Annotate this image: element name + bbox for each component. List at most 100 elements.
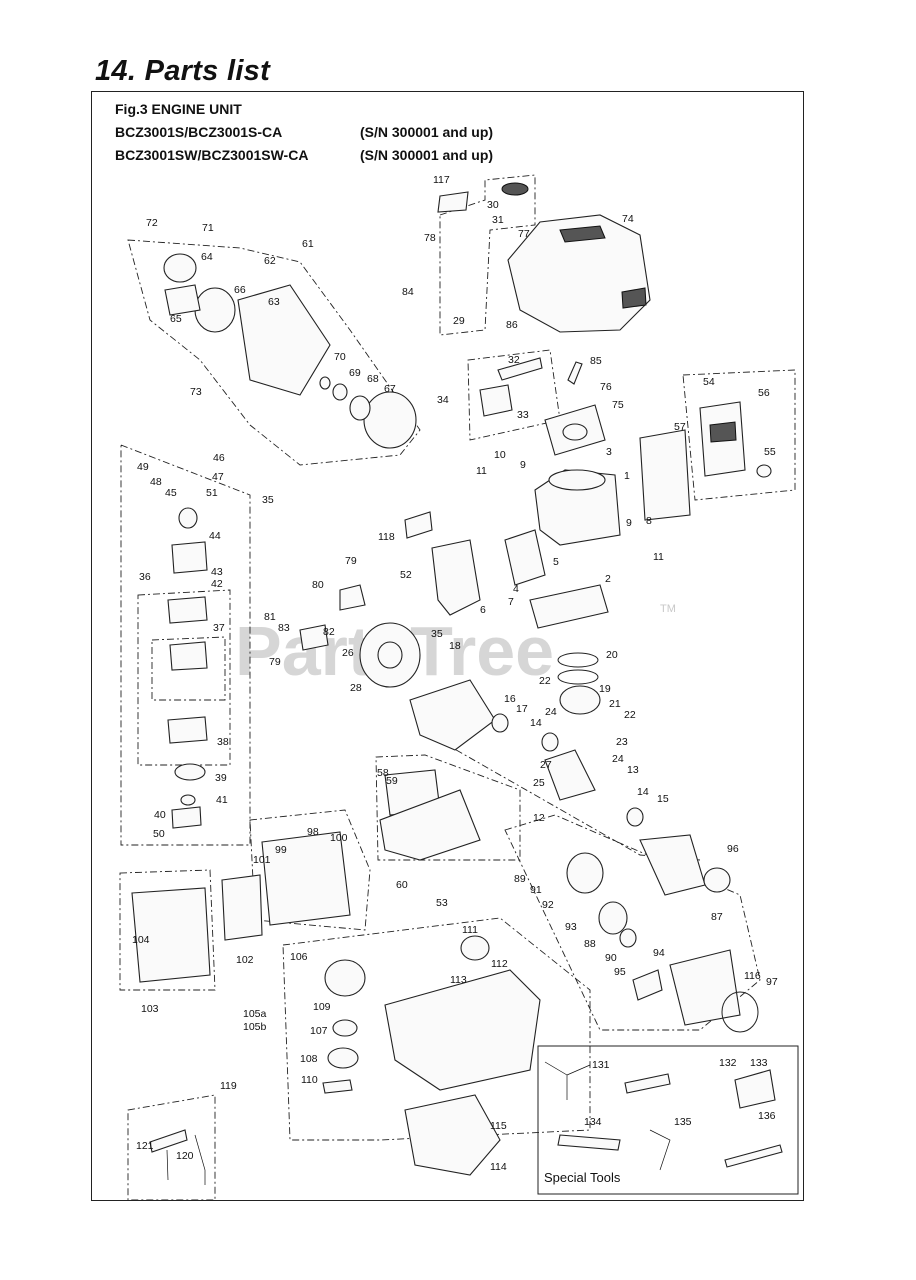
callout-50: 79 (345, 555, 357, 567)
recoil-starter-part (669, 949, 741, 1026)
callout-30: 3 (606, 446, 612, 458)
callout-106: 88 (584, 938, 596, 950)
model-line-1: BCZ3001S/BCZ3001S-CA (115, 124, 283, 140)
callout-84: 13 (627, 764, 639, 776)
callout-44: 44 (209, 530, 221, 542)
callout-73: 22 (624, 709, 636, 721)
callout-0: 117 (433, 174, 450, 186)
callout-18: 85 (590, 355, 602, 367)
callout-80: 27 (540, 759, 552, 771)
callout-104: 87 (711, 911, 723, 923)
callout-90: 14 (637, 786, 649, 798)
callout-114: 97 (766, 976, 778, 988)
page-title: 14. Parts list (95, 55, 271, 87)
callout-83: 25 (533, 777, 545, 789)
callout-40: 10 (494, 449, 506, 461)
callout-11: 66 (234, 284, 246, 296)
serial-line-1: (S/N 300001 and up) (360, 124, 494, 140)
callout-99: 91 (530, 884, 542, 896)
clutch-housing-part (237, 284, 331, 396)
callout-38: 51 (206, 487, 218, 499)
callout-133: 120 (176, 1150, 194, 1162)
callout-79: 38 (217, 736, 229, 748)
callout-119: 105b (243, 1021, 267, 1033)
callout-111: 112 (491, 958, 508, 970)
callout-109: 90 (605, 952, 617, 964)
callout-45: 118 (378, 531, 395, 543)
callout-88: 58 (377, 767, 389, 779)
callout-124: 131 (592, 1059, 610, 1071)
callout-23: 67 (384, 383, 396, 395)
callout-82: 39 (215, 772, 227, 784)
callout-117: 109 (313, 1001, 331, 1013)
callout-112: 94 (653, 947, 665, 959)
callout-46: 9 (626, 517, 632, 529)
callout-85: 41 (216, 794, 228, 806)
callout-19: 73 (190, 386, 202, 398)
callout-130: 135 (674, 1116, 692, 1128)
callout-15: 29 (453, 315, 465, 327)
callout-59: 80 (312, 579, 324, 591)
diagram-frame (91, 91, 804, 1201)
callout-49: 5 (553, 556, 559, 568)
callout-126: 133 (750, 1057, 768, 1069)
air-filter-base-part (261, 831, 351, 926)
carburetor-part (431, 539, 481, 616)
callout-12: 63 (268, 296, 280, 308)
callout-66: 79 (269, 656, 281, 668)
callout-125: 132 (719, 1057, 737, 1069)
callout-29: 33 (517, 409, 529, 421)
callout-77: 24 (545, 706, 557, 718)
callout-35: 47 (212, 471, 224, 483)
callout-121: 103 (141, 1003, 159, 1015)
callout-134: 114 (490, 1161, 507, 1173)
callout-42: 9 (520, 459, 526, 471)
callout-24: 34 (437, 394, 449, 406)
callout-108: 106 (290, 951, 308, 963)
callout-92: 59 (386, 775, 398, 787)
callout-95: 99 (275, 844, 287, 856)
callout-55: 6 (480, 604, 486, 616)
fuel-tank-part (384, 969, 541, 1091)
special-tools-label: Special Tools (544, 1170, 621, 1185)
callout-102: 53 (436, 897, 448, 909)
callout-10: 62 (264, 255, 276, 267)
callout-6: 72 (146, 217, 158, 229)
model-line-2: BCZ3001SW/BCZ3001SW-CA (115, 147, 309, 163)
callout-8: 61 (302, 238, 314, 250)
callout-81: 24 (612, 753, 624, 765)
callout-51: 43 (211, 566, 223, 578)
callout-13: 65 (170, 313, 182, 325)
callout-91: 15 (657, 793, 669, 805)
callout-63: 82 (323, 626, 335, 638)
callout-105: 111 (462, 924, 478, 936)
callout-128: 115 (490, 1120, 507, 1132)
callout-5: 77 (518, 228, 530, 240)
callout-7: 71 (202, 222, 214, 234)
callout-53: 52 (400, 569, 412, 581)
callout-20: 70 (334, 351, 346, 363)
callout-120: 107 (310, 1025, 328, 1037)
crankcase-part (409, 679, 496, 751)
special-tools-box (537, 1045, 799, 1195)
callout-101: 60 (396, 879, 408, 891)
callout-116: 95 (614, 966, 626, 978)
serial-line-2: (S/N 300001 and up) (360, 147, 494, 163)
callout-94: 100 (330, 832, 348, 844)
callout-78: 23 (616, 736, 628, 748)
callout-25: 76 (600, 381, 612, 393)
callout-132: 121 (136, 1140, 154, 1152)
callout-39: 35 (262, 494, 274, 506)
cylinder-cover-part (507, 214, 651, 333)
callout-122: 108 (300, 1053, 318, 1065)
callout-21: 69 (349, 367, 361, 379)
figure-title: Fig.3 ENGINE UNIT (115, 101, 242, 117)
callout-16: 86 (506, 319, 518, 331)
callout-74: 16 (504, 693, 516, 705)
callout-89: 12 (533, 812, 545, 824)
callout-76: 14 (530, 717, 542, 729)
callout-129: 134 (584, 1116, 602, 1128)
callout-110: 102 (236, 954, 254, 966)
